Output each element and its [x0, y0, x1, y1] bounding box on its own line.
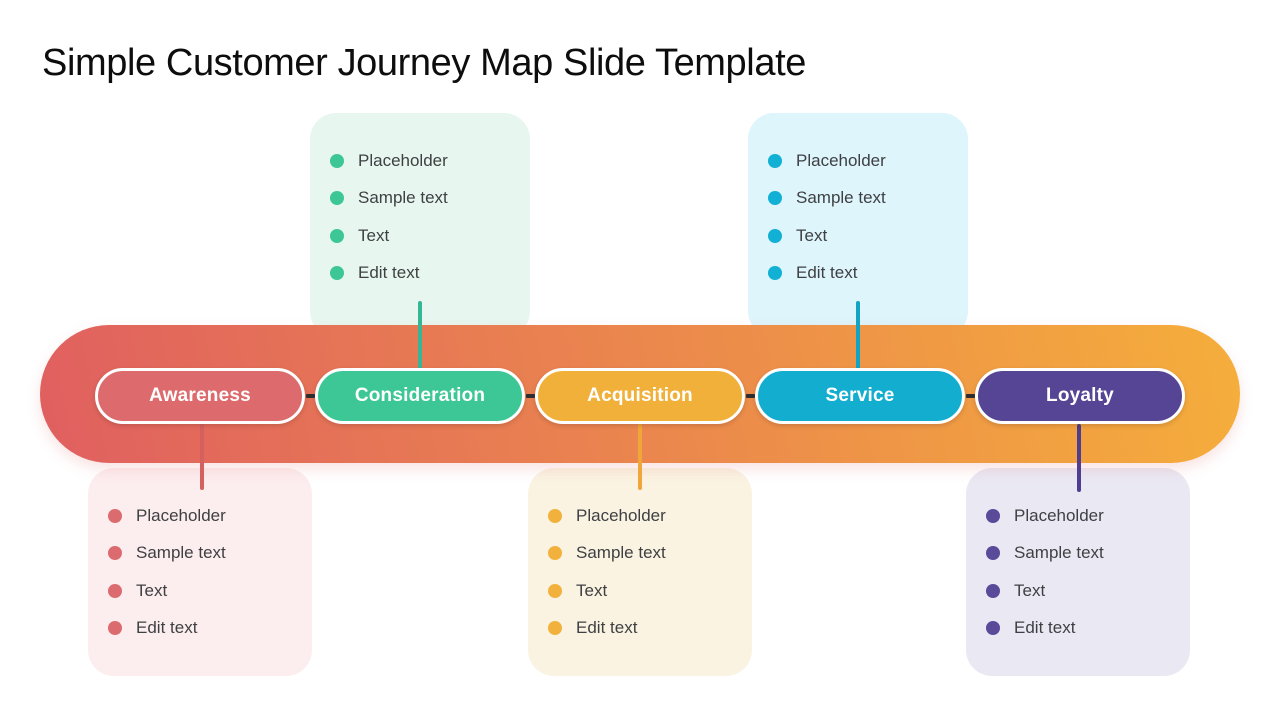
bullet-icon	[986, 546, 1000, 561]
bullet-icon	[986, 508, 1000, 523]
pill-divider	[966, 394, 975, 398]
list-item-label: Text	[576, 580, 608, 600]
list-item[interactable]: Text	[330, 217, 530, 255]
stage-pill-awareness[interactable]: Awareness	[95, 368, 305, 424]
list-item[interactable]: Text	[548, 572, 752, 610]
consideration-card-list: Placeholder Sample text Text Edit text	[310, 113, 530, 292]
stage-pill-acquisition[interactable]: Acquisition	[535, 368, 745, 424]
loyalty-card-list: Placeholder Sample text Text Edit text	[966, 468, 1190, 647]
list-item-label: Sample text	[136, 543, 226, 563]
service-card-list: Placeholder Sample text Text Edit text	[748, 113, 968, 292]
list-item[interactable]: Sample text	[330, 180, 530, 218]
connector-line-loyalty	[1077, 424, 1081, 492]
bullet-icon	[108, 583, 122, 598]
loyalty-card: Placeholder Sample text Text Edit text	[966, 468, 1190, 676]
pill-divider	[526, 394, 535, 398]
bullet-icon	[986, 583, 1000, 598]
stage-pill-label: Loyalty	[1046, 385, 1114, 406]
bullet-icon	[768, 153, 782, 168]
list-item[interactable]: Placeholder	[108, 497, 312, 535]
bullet-icon	[768, 191, 782, 206]
list-item-label: Edit text	[358, 263, 420, 283]
list-item-label: Sample text	[358, 188, 448, 208]
list-item-label: Sample text	[576, 543, 666, 563]
list-item[interactable]: Text	[986, 572, 1190, 610]
bullet-icon	[330, 191, 344, 206]
list-item-label: Edit text	[796, 263, 858, 283]
list-item-label: Placeholder	[358, 150, 448, 170]
list-item[interactable]: Placeholder	[330, 142, 530, 180]
list-item[interactable]: Placeholder	[548, 497, 752, 535]
list-item[interactable]: Sample text	[768, 180, 968, 218]
list-item[interactable]: Edit text	[548, 610, 752, 648]
pill-divider	[306, 394, 315, 398]
pill-divider	[746, 394, 755, 398]
list-item[interactable]: Placeholder	[768, 142, 968, 180]
list-item[interactable]: Edit text	[330, 255, 530, 293]
stage-pill-label: Consideration	[354, 385, 486, 406]
list-item-label: Text	[136, 580, 168, 600]
connector-line-consideration	[418, 301, 422, 370]
stage-pill-consideration[interactable]: Consideration	[315, 368, 525, 424]
bullet-icon	[330, 153, 344, 168]
list-item[interactable]: Text	[768, 217, 968, 255]
list-item[interactable]: Sample text	[986, 535, 1190, 573]
list-item[interactable]: Edit text	[768, 255, 968, 293]
awareness-card: Placeholder Sample text Text Edit text	[88, 468, 312, 676]
list-item[interactable]: Edit text	[108, 610, 312, 648]
list-item-label: Edit text	[136, 618, 198, 638]
list-item-label: Placeholder	[136, 505, 226, 525]
list-item-label: Placeholder	[796, 150, 886, 170]
list-item[interactable]: Sample text	[548, 535, 752, 573]
bullet-icon	[108, 621, 122, 636]
stage-pill-service[interactable]: Service	[755, 368, 965, 424]
connector-line-acquisition	[638, 424, 642, 490]
list-item-label: Text	[796, 225, 828, 245]
stage-pill-label: Acquisition	[587, 385, 693, 406]
stage-pill-loyalty[interactable]: Loyalty	[975, 368, 1185, 424]
slide-title[interactable]: Simple Customer Journey Map Slide Templa…	[42, 42, 806, 84]
stage-pill-label: Awareness	[149, 385, 251, 406]
bullet-icon	[548, 583, 562, 598]
bullet-icon	[108, 546, 122, 561]
list-item-label: Edit text	[576, 618, 638, 638]
list-item-label: Sample text	[1014, 543, 1104, 563]
list-item-label: Sample text	[796, 188, 886, 208]
service-card: Placeholder Sample text Text Edit text	[748, 113, 968, 337]
list-item[interactable]: Edit text	[986, 610, 1190, 648]
bullet-icon	[768, 266, 782, 281]
consideration-card: Placeholder Sample text Text Edit text	[310, 113, 530, 337]
bullet-icon	[548, 546, 562, 561]
list-item-label: Placeholder	[1014, 505, 1104, 525]
bullet-icon	[986, 621, 1000, 636]
bullet-icon	[108, 508, 122, 523]
list-item-label: Edit text	[1014, 618, 1076, 638]
bullet-icon	[548, 508, 562, 523]
bullet-icon	[548, 621, 562, 636]
stage-pill-label: Service	[825, 385, 895, 406]
acquisition-card-list: Placeholder Sample text Text Edit text	[528, 468, 752, 647]
awareness-card-list: Placeholder Sample text Text Edit text	[88, 468, 312, 647]
list-item[interactable]: Text	[108, 572, 312, 610]
list-item-label: Text	[358, 225, 390, 245]
bullet-icon	[330, 266, 344, 281]
bullet-icon	[330, 228, 344, 243]
bullet-icon	[768, 228, 782, 243]
connector-line-service	[856, 301, 860, 370]
connector-line-awareness	[200, 424, 204, 490]
list-item-label: Text	[1014, 580, 1046, 600]
list-item[interactable]: Placeholder	[986, 497, 1190, 535]
acquisition-card: Placeholder Sample text Text Edit text	[528, 468, 752, 676]
list-item[interactable]: Sample text	[108, 535, 312, 573]
list-item-label: Placeholder	[576, 505, 666, 525]
